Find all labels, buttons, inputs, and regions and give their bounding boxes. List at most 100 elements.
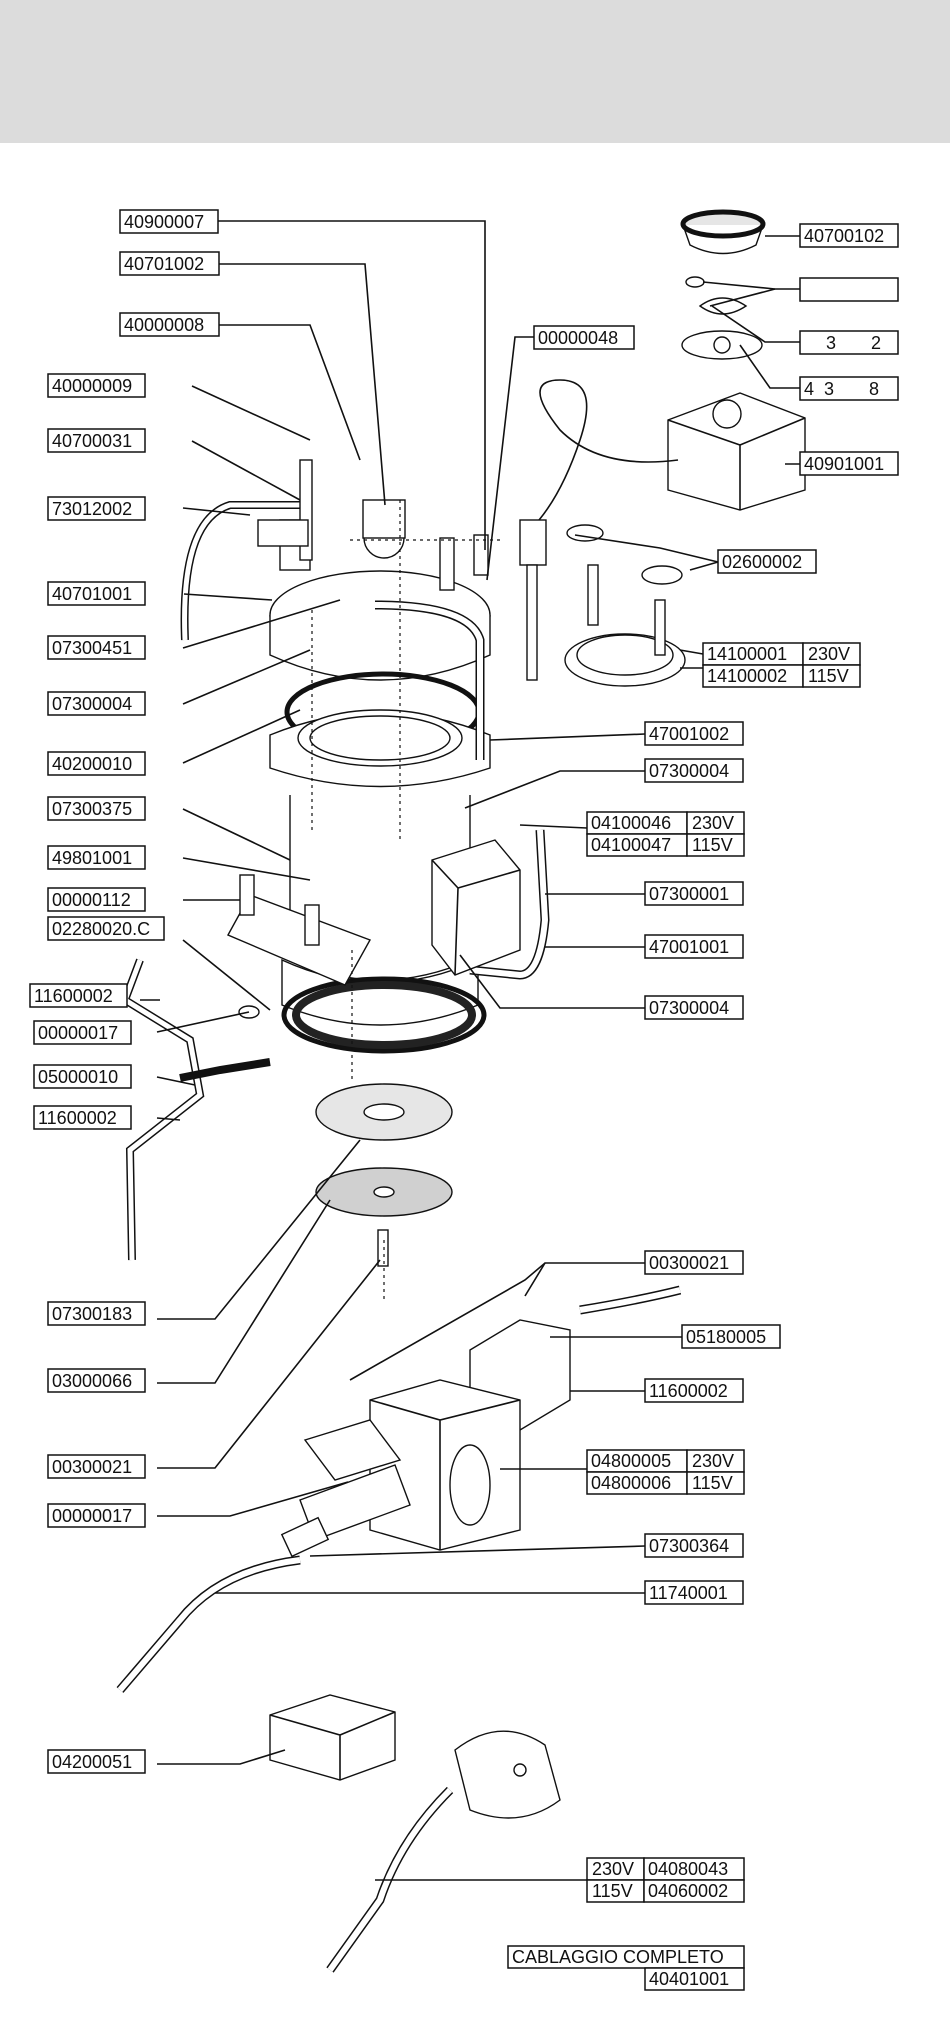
label-04800006: 04800006 115V: [586, 1471, 745, 1495]
svg-text:40700031: 40700031: [52, 431, 132, 451]
svg-text:00000017: 00000017: [38, 1023, 118, 1043]
svg-text:CABLAGGIO COMPLETO: CABLAGGIO COMPLETO: [512, 1947, 724, 1967]
label-11600002-b: 11600002: [33, 1105, 132, 1130]
svg-text:07300001: 07300001: [649, 884, 729, 904]
label-40000009: 40000009: [47, 373, 146, 398]
svg-text:04800005: 04800005: [591, 1451, 671, 1471]
svg-text:3 2: 3 2: [826, 333, 881, 353]
label-47001001: 47001001: [644, 934, 744, 959]
svg-text:40900007: 40900007: [124, 212, 204, 232]
label-07300451: 07300451: [47, 635, 146, 660]
switch-part: [269, 1694, 396, 1781]
label-3-2: 3 2: [799, 330, 899, 355]
label-4-3-8: 4 3 8: [799, 376, 899, 401]
label-11600002-a: 11600002: [29, 983, 128, 1008]
parts-drawing: [116, 209, 806, 1973]
svg-text:14100002: 14100002: [707, 666, 787, 686]
label-14100002: 14100002 115V: [702, 664, 861, 688]
svg-text:230V: 230V: [592, 1859, 634, 1879]
svg-text:04100047: 04100047: [591, 835, 671, 855]
svg-text:05000010: 05000010: [38, 1067, 118, 1087]
pump-mount: [303, 1419, 402, 1481]
svg-text:00300021: 00300021: [52, 1457, 132, 1477]
label-empty-box: [799, 277, 899, 302]
thermostat-block: [667, 392, 806, 511]
svg-text:40000009: 40000009: [52, 376, 132, 396]
label-04080043: 230V 04080043: [586, 1857, 745, 1881]
svg-text:07300364: 07300364: [649, 1536, 729, 1556]
label-05180005: 05180005: [681, 1324, 781, 1349]
svg-text:230V: 230V: [808, 644, 850, 664]
label-04100046: 04100046 230V: [586, 811, 745, 835]
label-49801001: 49801001: [47, 845, 146, 870]
label-00000017-a: 00000017: [33, 1020, 132, 1045]
label-40700102: 40700102: [799, 223, 899, 248]
label-40900007: 40900007: [119, 209, 219, 234]
label-00000017-b: 00000017: [47, 1503, 146, 1528]
label-04800005: 04800005 230V: [586, 1449, 745, 1473]
label-07300001: 07300001: [644, 881, 744, 906]
label-40200010: 40200010: [47, 751, 146, 776]
label-07300004-a: 07300004: [47, 691, 146, 716]
leader-lines: [140, 220, 805, 1881]
svg-text:00300021: 00300021: [649, 1253, 729, 1273]
svg-text:40901001: 40901001: [804, 454, 884, 474]
label-02600002: 02600002: [717, 549, 817, 574]
label-04200051: 04200051: [47, 1749, 146, 1774]
svg-text:40200010: 40200010: [52, 754, 132, 774]
svg-text:05180005: 05180005: [686, 1327, 766, 1347]
svg-text:00000112: 00000112: [52, 890, 131, 910]
label-40701002: 40701002: [119, 251, 220, 276]
label-40000008: 40000008: [119, 312, 220, 337]
plug-part: [454, 1730, 561, 1819]
svg-text:40701001: 40701001: [52, 584, 132, 604]
label-07300375: 07300375: [47, 796, 146, 821]
svg-text:47001002: 47001002: [649, 724, 729, 744]
solenoid-valve: [431, 839, 521, 976]
svg-text:115V: 115V: [692, 835, 733, 855]
label-00300021-b: 00300021: [644, 1250, 744, 1275]
svg-text:07300451: 07300451: [52, 638, 132, 658]
svg-text:230V: 230V: [692, 1451, 734, 1471]
svg-text:115V: 115V: [808, 666, 849, 686]
top-banner: [0, 0, 950, 143]
label-07300004-c: 07300004: [644, 995, 744, 1020]
svg-text:73012002: 73012002: [52, 499, 132, 519]
svg-text:49801001: 49801001: [52, 848, 132, 868]
knob-body: [682, 224, 764, 255]
label-47001002: 47001002: [644, 721, 744, 746]
svg-text:04080043: 04080043: [648, 1859, 728, 1879]
svg-text:02280020.C: 02280020.C: [52, 919, 150, 939]
svg-text:14100001: 14100001: [707, 644, 787, 664]
svg-text:11600002: 11600002: [649, 1381, 728, 1401]
svg-text:11740001: 11740001: [649, 1583, 728, 1603]
label-02280020c: 02280020.C: [47, 916, 165, 941]
label-03000066: 03000066: [47, 1368, 146, 1393]
label-40901001: 40901001: [799, 451, 899, 476]
label-05000010: 05000010: [33, 1064, 132, 1089]
svg-text:04200051: 04200051: [52, 1752, 132, 1772]
label-40401001: 40401001: [644, 1967, 745, 1991]
svg-text:04800006: 04800006: [591, 1473, 671, 1493]
svg-text:40401001: 40401001: [649, 1969, 729, 1989]
label-14100001: 14100001 230V: [702, 642, 861, 666]
svg-text:230V: 230V: [692, 813, 734, 833]
label-11740001: 11740001: [644, 1580, 744, 1605]
label-cablaggio-completo: CABLAGGIO COMPLETO: [507, 1945, 745, 1969]
label-04060002: 115V 04060002: [586, 1879, 745, 1903]
label-00000048: 00000048: [533, 325, 635, 350]
svg-text:4 3 8: 4 3 8: [804, 379, 879, 399]
label-07300183: 07300183: [47, 1301, 146, 1326]
svg-text:07300004: 07300004: [649, 761, 729, 781]
svg-text:00000048: 00000048: [538, 328, 618, 348]
svg-text:40000008: 40000008: [124, 315, 204, 335]
label-40700031: 40700031: [47, 428, 146, 453]
svg-text:11600002: 11600002: [38, 1108, 117, 1128]
svg-text:115V: 115V: [592, 1881, 633, 1901]
svg-text:04100046: 04100046: [591, 813, 671, 833]
label-00000112: 00000112: [47, 887, 146, 912]
svg-text:00000017: 00000017: [52, 1506, 132, 1526]
svg-text:40701002: 40701002: [124, 254, 204, 274]
label-00300021-a: 00300021: [47, 1454, 146, 1479]
